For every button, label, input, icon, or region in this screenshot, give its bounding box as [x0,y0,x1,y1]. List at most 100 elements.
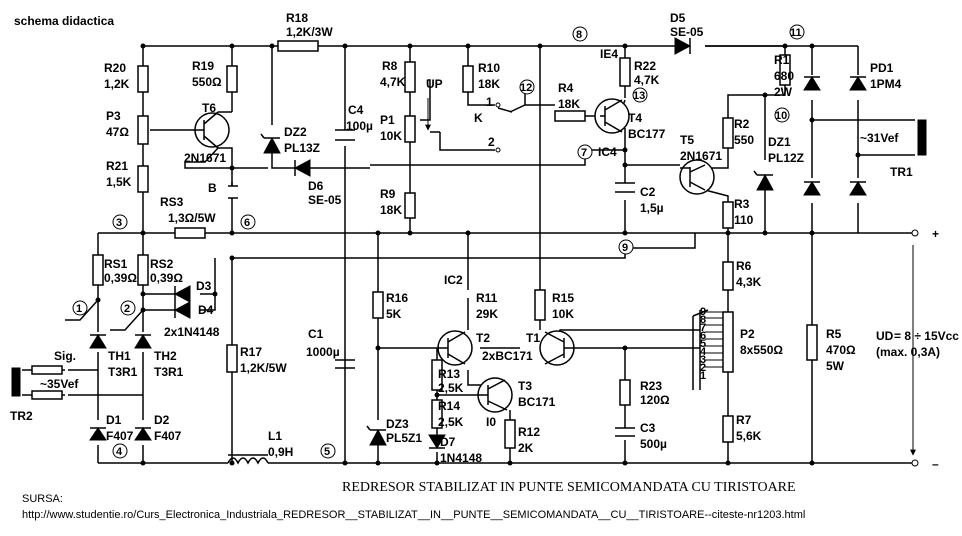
node-13: 13 [633,90,645,102]
p2-name: P2 [740,327,755,341]
svg-text:1: 1 [700,370,706,382]
node-3: 3 [116,217,122,229]
rs2-value: 0,39Ω [150,271,183,285]
c2-plates [615,182,635,193]
d5-symbol [674,37,692,55]
th1-value: T3R1 [108,365,138,379]
ie4-label: IE4 [600,47,618,61]
r12-name: R12 [518,425,540,439]
capacitors [335,129,635,437]
l1-name: L1 [268,429,282,443]
c4-plates [335,129,355,141]
terminal-plus: + [932,227,939,241]
r15-body [534,289,546,321]
d1-symbol [89,427,107,441]
p3-value: 47Ω [106,125,129,139]
r23-body [619,379,631,406]
d1-name: D1 [106,413,122,427]
r15-name: R15 [552,291,574,305]
c3-plates [615,427,635,437]
r19-body [226,65,238,93]
r19-name: R19 [192,59,214,73]
rs3-name: RS3 [160,195,184,209]
r20-value: 1,2K [104,77,130,91]
tr2-name: TR2 [10,409,33,423]
t5-name: T5 [680,133,694,147]
r7-value: 5,6K [736,429,762,443]
p2-taps [692,309,723,390]
source-label: SURSA: [22,493,63,505]
r13-body [431,359,443,391]
t6-name: T6 [202,101,216,115]
r20-name: R20 [104,61,126,75]
r14-name: R14 [438,399,460,413]
svg-text:2: 2 [700,362,706,374]
t12-value: 2xBC171 [482,349,533,363]
r1-value: 680 [774,69,794,83]
r8-body [404,61,416,93]
ud-note: (max. 0,3A) [876,345,940,359]
pd1-d3 [803,181,821,196]
d6-name: D6 [308,179,324,193]
r22-value: 4,7K [634,73,660,87]
r4-body [554,110,586,122]
r21-name: R21 [106,159,128,173]
r2-body [722,117,734,149]
d4-name: D4 [198,303,214,317]
r14-value: 2,5K [438,415,464,429]
up-label: UP [426,77,443,91]
rs1-value: 0,39Ω [104,271,137,285]
p1-body [404,115,416,143]
node-4: 4 [116,446,123,458]
pd1-d2 [849,76,867,91]
r23-value: 120Ω [640,393,670,407]
r6-body [722,261,734,291]
dz2-name: DZ2 [284,125,307,139]
p2-body [722,311,734,373]
node-6: 6 [244,217,250,229]
component-labels: schema didactica R18 1,2K/3W D5 SE-05 R2… [10,11,959,471]
r5-power: 5W [826,359,845,373]
d5-name: D5 [670,11,686,25]
rs1-name: RS1 [104,257,128,271]
t4-name: T4 [628,111,642,125]
p2-tap-numbers: 9 8 7 6 5 4 3 2 1 [700,306,707,382]
c1-value: 1000µ [306,345,340,359]
r9-body [404,192,416,219]
node-7: 7 [581,147,587,159]
d7-symbol [428,434,446,449]
k-pos2: 2 [488,135,495,149]
k-name: K [474,111,483,125]
dz1-symbol [756,173,774,191]
r4-name: R4 [558,81,574,95]
l1-value: 0,9H [268,445,293,459]
d7-name: D7 [440,435,456,449]
d2-symbol [134,427,152,441]
diagram-title: REDRESOR STABILIZAT IN PUNTE SEMICOMANDA… [342,480,796,495]
r8-name: R8 [382,59,398,73]
node-markers: 3 6 1 2 4 5 7 8 9 10 11 12 13 [72,24,805,459]
t6-value: 2N1671 [184,151,226,165]
r10-value: 18K [478,77,500,91]
r1-name: R1 [774,53,790,67]
c3-name: C3 [640,421,656,435]
pd1-d4 [849,181,867,196]
t5-circle [679,159,715,195]
c1-plates [335,359,355,369]
i0-label: I0 [486,415,496,429]
r23-name: R23 [640,379,662,393]
c4-name: C4 [348,103,364,117]
d3-symbol [173,285,191,303]
node-1: 1 [76,303,82,315]
pd1-d1 [803,76,821,91]
terminal-minus: – [932,457,939,471]
c2-name: C2 [640,185,656,199]
dz2-symbol [263,136,281,154]
p2-value: 8x550Ω [740,343,783,357]
r8-value: 4,7K [380,75,406,89]
r10-body [462,65,474,93]
r14-body [431,399,443,429]
r17-name: R17 [240,345,262,359]
r5-name: R5 [826,327,842,341]
r5-value: 470Ω [826,343,856,357]
